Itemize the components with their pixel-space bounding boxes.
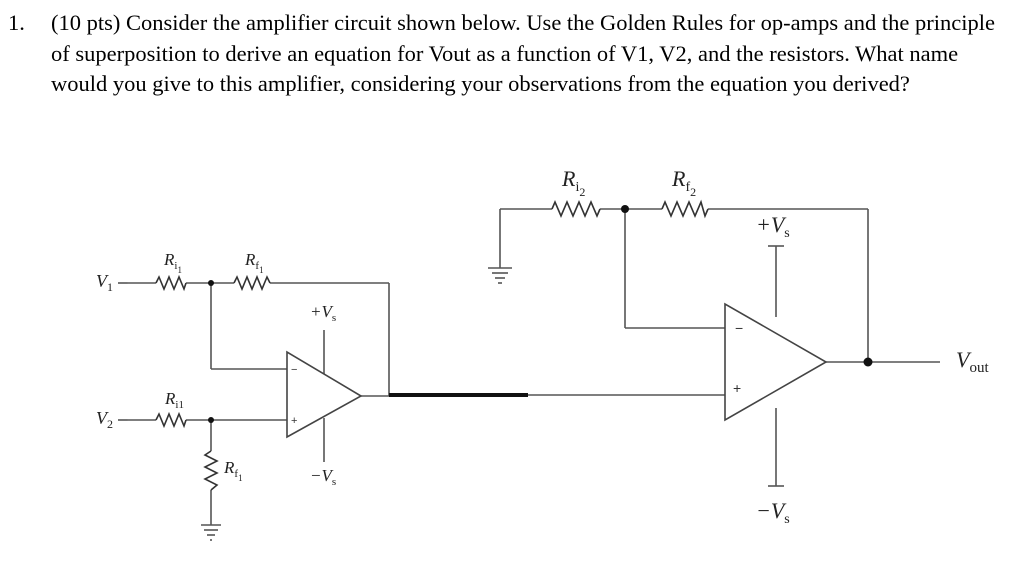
resistor-rf1-top <box>233 274 271 292</box>
resistor-rf2 <box>661 199 709 219</box>
resistor-ri1-top <box>155 274 187 292</box>
junction-node-output <box>863 357 873 367</box>
label-rf1-bottom: Rf1 <box>223 458 243 483</box>
label-opamp1-neg-supply: −Vs <box>310 466 336 488</box>
opamp2-plus-pin: + <box>733 380 741 396</box>
label-ri2: Ri2 <box>561 166 585 199</box>
label-v1: V1 <box>96 271 113 294</box>
label-ri1-bottom: Ri1 <box>164 389 184 411</box>
label-rf2: Rf2 <box>671 166 696 199</box>
junction-node-feedback2 <box>621 205 629 213</box>
ground-symbol-stage1 <box>201 524 221 541</box>
opamp2-minus-pin: − <box>735 320 743 336</box>
problem-text: (10 pts) Consider the amplifier circuit … <box>51 10 995 96</box>
resistor-rf1-bottom <box>203 450 219 491</box>
opamp-1 <box>286 350 363 439</box>
label-ri1-top: Ri1 <box>163 250 182 275</box>
label-v2: V2 <box>96 408 113 431</box>
opamp1-plus-pin: + <box>291 415 297 427</box>
junction-node-v2 <box>208 417 214 423</box>
junction-node-v1 <box>208 280 214 286</box>
stage1-wires <box>128 282 390 525</box>
label-rf1-top: Rf1 <box>244 250 264 275</box>
label-opamp1-pos-supply: +Vs <box>310 302 336 324</box>
stage2-wires <box>499 208 940 486</box>
resistor-ri2 <box>551 199 601 219</box>
label-opamp2-pos-supply: +Vs <box>756 212 790 241</box>
opamp-2 <box>724 302 828 422</box>
resistor-ri1-bottom <box>155 411 187 429</box>
ground-symbol-stage2 <box>488 267 512 284</box>
problem-number: 1. <box>8 10 25 35</box>
label-vout: Vout <box>956 347 989 376</box>
label-opamp2-neg-supply: −Vs <box>756 498 790 527</box>
opamp1-minus-pin: − <box>291 364 297 376</box>
